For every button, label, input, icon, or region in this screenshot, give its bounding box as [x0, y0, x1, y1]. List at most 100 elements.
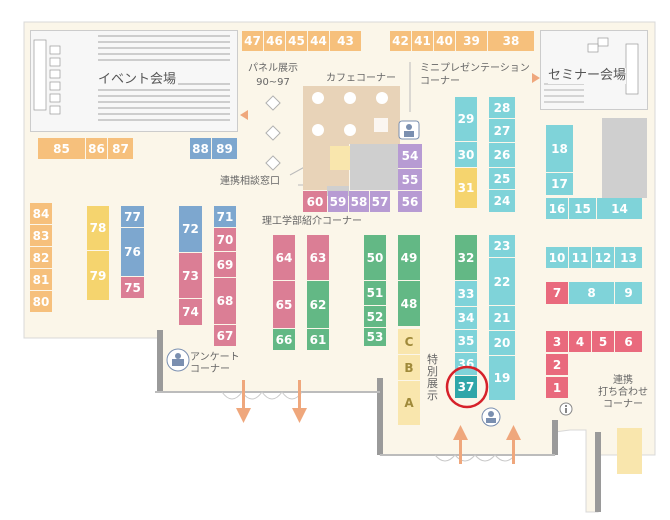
- booth-32[interactable]: 32: [455, 235, 477, 280]
- booth-42[interactable]: 42: [390, 31, 411, 51]
- booth-85[interactable]: 85: [38, 138, 85, 159]
- booth-C[interactable]: C: [398, 329, 420, 354]
- booth-20[interactable]: 20: [489, 331, 515, 355]
- booth-17[interactable]: 17: [546, 173, 573, 195]
- booth-70[interactable]: 70: [214, 228, 236, 251]
- booth-41[interactable]: 41: [412, 31, 433, 51]
- booth-5[interactable]: 5: [592, 331, 614, 352]
- event-hall-seating-graphic: [33, 35, 230, 121]
- cafe-corner-label: カフェコーナー: [326, 73, 396, 84]
- booth-B[interactable]: B: [398, 355, 420, 380]
- booth-75[interactable]: 75: [121, 277, 144, 298]
- highlight-circle: [445, 365, 489, 409]
- booth-47[interactable]: 47: [242, 31, 263, 51]
- booth-71[interactable]: 71: [214, 206, 236, 227]
- booth-37[interactable]: 37: [455, 376, 477, 398]
- booth-89[interactable]: 89: [212, 138, 237, 159]
- booth-8[interactable]: 8: [569, 282, 614, 304]
- booth-59[interactable]: 59: [328, 191, 348, 212]
- booth-83[interactable]: 83: [30, 225, 52, 246]
- booth-82[interactable]: 82: [30, 247, 52, 268]
- booth-52[interactable]: 52: [364, 306, 386, 327]
- booth-58[interactable]: 58: [349, 191, 369, 212]
- booth-15[interactable]: 15: [569, 198, 596, 219]
- booth-78[interactable]: 78: [87, 206, 109, 250]
- booth-19[interactable]: 19: [489, 356, 515, 400]
- booth-7[interactable]: 7: [546, 282, 568, 304]
- booth-30[interactable]: 30: [455, 142, 477, 167]
- booth-86[interactable]: 86: [86, 138, 107, 159]
- booth-2[interactable]: 2: [546, 354, 568, 375]
- booth-40[interactable]: 40: [434, 31, 455, 51]
- booth-33[interactable]: 33: [455, 281, 477, 306]
- booth-60[interactable]: 60: [303, 191, 327, 212]
- booth-64[interactable]: 64: [273, 235, 295, 280]
- booth-27[interactable]: 27: [489, 119, 515, 142]
- booth-69[interactable]: 69: [214, 252, 236, 277]
- booth-81[interactable]: 81: [30, 269, 52, 290]
- booth-51[interactable]: 51: [364, 281, 386, 305]
- booth-10[interactable]: 10: [546, 247, 568, 268]
- booth-66[interactable]: 66: [273, 329, 295, 350]
- booth-1[interactable]: 1: [546, 377, 568, 398]
- booth-4[interactable]: 4: [569, 331, 591, 352]
- booth-22[interactable]: 22: [489, 258, 515, 305]
- booth-11[interactable]: 11: [569, 247, 591, 268]
- booth-45[interactable]: 45: [286, 31, 307, 51]
- info-icon[interactable]: [559, 402, 573, 416]
- booth-35[interactable]: 35: [455, 330, 477, 352]
- booth-53[interactable]: 53: [364, 328, 386, 346]
- booth-A[interactable]: A: [398, 381, 420, 425]
- booth-9[interactable]: 9: [615, 282, 642, 304]
- booth-23[interactable]: 23: [489, 235, 515, 257]
- booth-56[interactable]: 56: [398, 191, 422, 212]
- booth-18[interactable]: 18: [546, 125, 573, 172]
- booth-12[interactable]: 12: [592, 247, 614, 268]
- engineering-label: 理工学部紹介コーナー: [262, 216, 362, 227]
- booth-25[interactable]: 25: [489, 168, 515, 189]
- booth-48[interactable]: 48: [398, 281, 420, 326]
- booth-31[interactable]: 31: [455, 168, 477, 208]
- event-hall-label: イベント会場: [96, 72, 179, 88]
- booth-76[interactable]: 76: [121, 228, 144, 276]
- booth-38[interactable]: 38: [488, 31, 534, 51]
- booth-6[interactable]: 6: [615, 331, 642, 352]
- booth-57[interactable]: 57: [370, 191, 390, 212]
- booth-63[interactable]: 63: [307, 235, 329, 280]
- booth-55[interactable]: 55: [398, 169, 422, 190]
- booth-62[interactable]: 62: [307, 281, 329, 328]
- booth-74[interactable]: 74: [179, 299, 202, 325]
- booth-43[interactable]: 43: [330, 31, 361, 51]
- booth-65[interactable]: 65: [273, 281, 295, 328]
- booth-24[interactable]: 24: [489, 190, 515, 212]
- booth-46[interactable]: 46: [264, 31, 285, 51]
- booth-84[interactable]: 84: [30, 203, 52, 224]
- booth-29[interactable]: 29: [455, 97, 477, 141]
- booth-87[interactable]: 87: [108, 138, 133, 159]
- booth-44[interactable]: 44: [308, 31, 329, 51]
- booth-77[interactable]: 77: [121, 206, 144, 227]
- booth-79[interactable]: 79: [87, 251, 109, 300]
- booth-3[interactable]: 3: [546, 331, 568, 352]
- booth-88[interactable]: 88: [190, 138, 211, 159]
- booth-39[interactable]: 39: [456, 31, 487, 51]
- booth-80[interactable]: 80: [30, 291, 52, 312]
- booth-28[interactable]: 28: [489, 97, 515, 118]
- booth-68[interactable]: 68: [214, 278, 236, 324]
- booth-61[interactable]: 61: [307, 329, 329, 350]
- booth-50[interactable]: 50: [364, 235, 386, 280]
- booth-13[interactable]: 13: [615, 247, 642, 268]
- booth-16[interactable]: 16: [546, 198, 568, 219]
- booth-73[interactable]: 73: [179, 253, 202, 298]
- booth-26[interactable]: 26: [489, 143, 515, 167]
- booth-14[interactable]: 14: [597, 198, 642, 219]
- booth-72[interactable]: 72: [179, 206, 202, 252]
- booth-21[interactable]: 21: [489, 306, 515, 330]
- booth-49[interactable]: 49: [398, 235, 420, 280]
- survey-icon: [166, 348, 190, 372]
- consultation-window[interactable]: [330, 146, 352, 170]
- booth-34[interactable]: 34: [455, 307, 477, 329]
- booth-67[interactable]: 67: [214, 325, 236, 346]
- booth-54[interactable]: 54: [398, 144, 422, 168]
- collab-corner-area[interactable]: [617, 428, 642, 474]
